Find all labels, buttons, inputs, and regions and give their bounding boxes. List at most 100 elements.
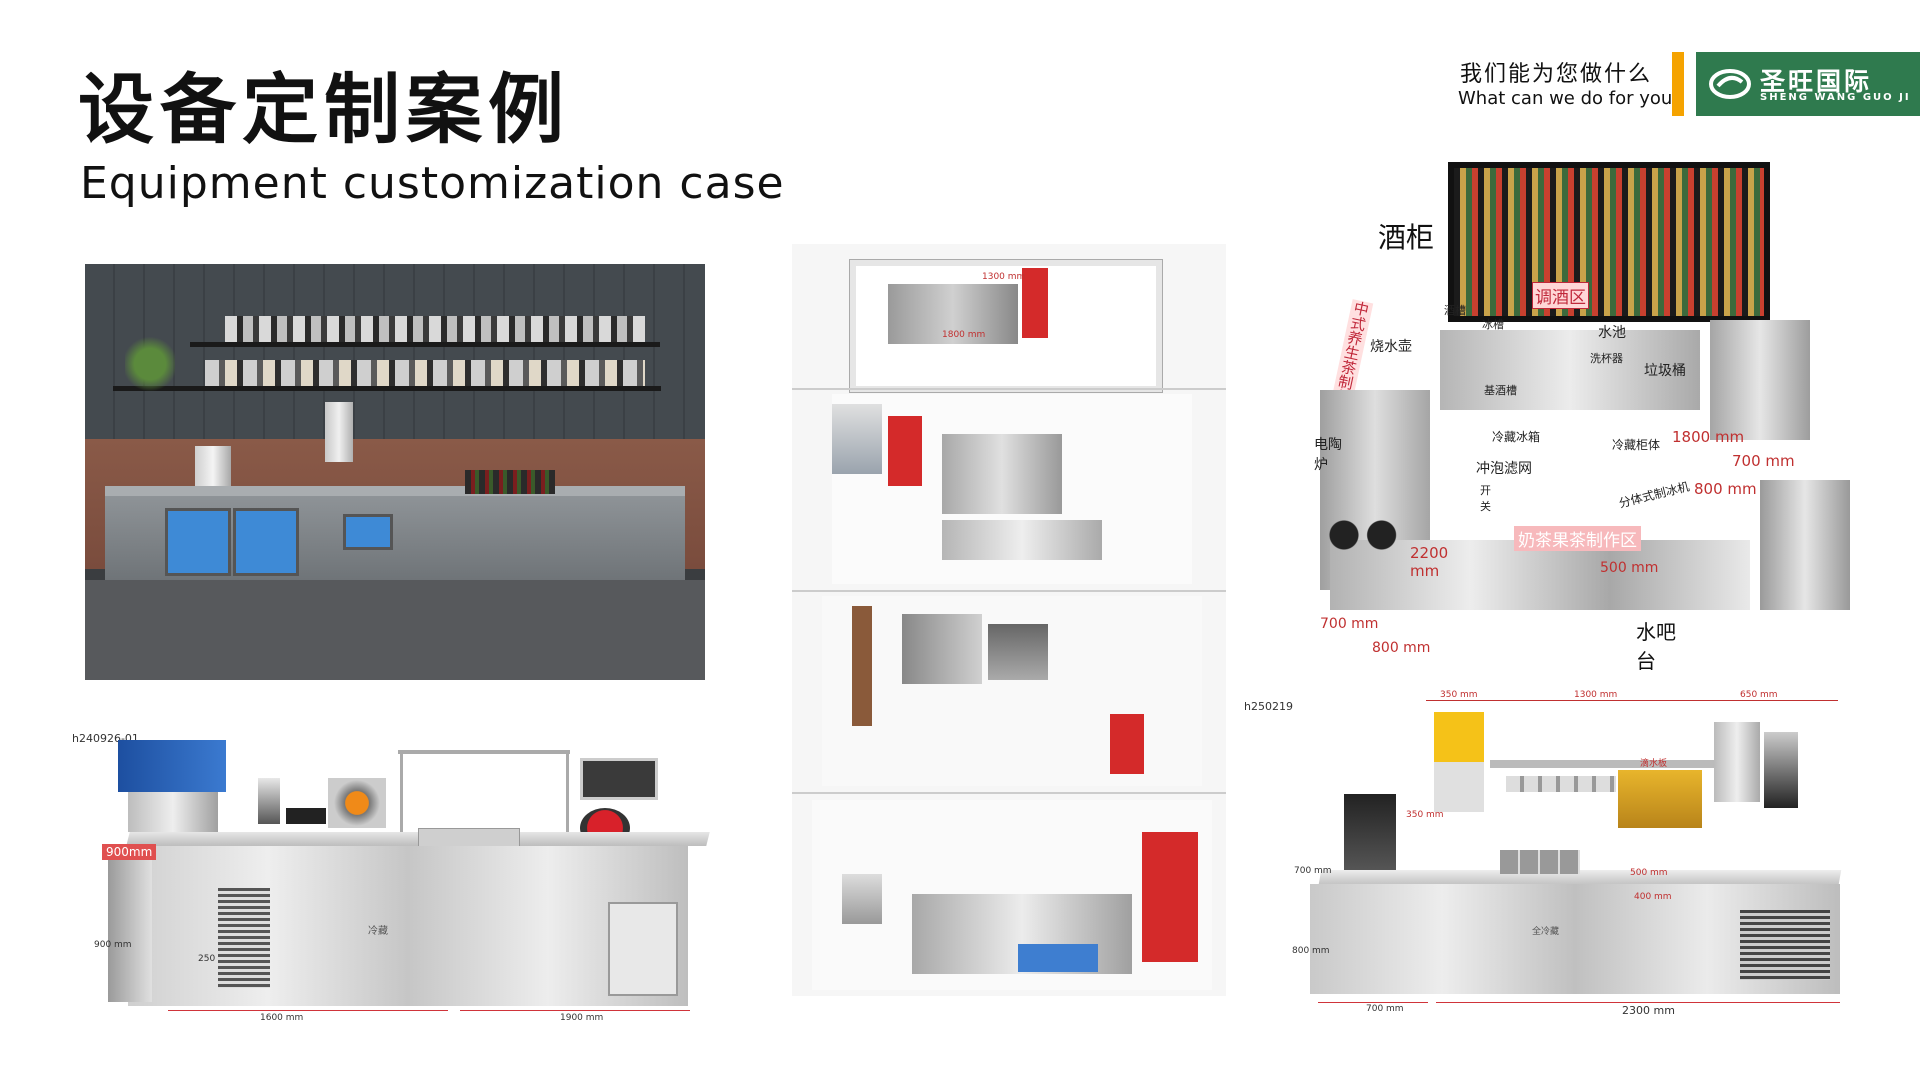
brand-logo: 圣旺国际 SHENG WANG GUO JI bbox=[1696, 52, 1920, 116]
plant bbox=[125, 334, 175, 394]
ingredient-wells bbox=[1500, 850, 1580, 874]
board-label: 滴水板 bbox=[1640, 759, 1668, 769]
dim-badge-900: 900mm bbox=[102, 844, 157, 860]
overhead-shelf-post bbox=[400, 750, 403, 836]
divider-2 bbox=[792, 590, 1226, 592]
dim-650: 650 mm bbox=[1740, 690, 1778, 700]
dim-line-2300 bbox=[1436, 1002, 1840, 1003]
dim-350-top: 350 mm bbox=[1440, 690, 1478, 700]
dim-700-bottom: 700 mm bbox=[1366, 1004, 1404, 1014]
zone-milk-tea: 奶茶果茶制作区 bbox=[1514, 526, 1641, 551]
bar-dim-800-left: 800 mm bbox=[1372, 640, 1431, 656]
brand-swirl-icon bbox=[1709, 69, 1751, 99]
wine-cabinet bbox=[1448, 162, 1770, 322]
label-glass-washer: 洗杯器 bbox=[1590, 352, 1623, 365]
sink bbox=[418, 828, 520, 848]
coffee-machine bbox=[1344, 794, 1396, 870]
dim-height: 900 mm bbox=[94, 940, 132, 950]
bar-dim-2200: 2200 mm bbox=[1410, 544, 1449, 580]
label-switch: 开关 bbox=[1480, 484, 1491, 513]
coca-cola-cooler bbox=[1142, 832, 1198, 962]
label-fridge-cabinet: 冷藏柜体 bbox=[1612, 438, 1661, 452]
counter-top bbox=[105, 486, 685, 496]
drawing-code: h250219 bbox=[1244, 700, 1293, 713]
dim-line-top bbox=[1426, 700, 1838, 701]
page-title: 设备定制案例 bbox=[78, 65, 570, 154]
zone-cocktail: 调酒区 bbox=[1532, 282, 1589, 309]
ice-machine-unit bbox=[1760, 480, 1850, 610]
brand-name-en: SHENG WANG GUO JI bbox=[1760, 92, 1911, 103]
burner-row bbox=[1324, 510, 1404, 560]
coffee-machine bbox=[195, 446, 231, 492]
red-fridge-1 bbox=[1022, 268, 1048, 338]
tagline-en: What can we do for you bbox=[1458, 88, 1673, 109]
label-fridge: 冷藏冰箱 bbox=[1492, 430, 1541, 444]
terrazzo-floor bbox=[85, 580, 705, 680]
bar-dim-700-left: 700 mm bbox=[1320, 616, 1379, 632]
front-counter bbox=[942, 520, 1102, 560]
topping-shelf bbox=[1490, 760, 1720, 768]
shelf-jars-lower bbox=[205, 360, 645, 386]
fridge-label: 冷藏 bbox=[368, 926, 388, 937]
ice-cream-machine bbox=[842, 874, 882, 924]
zone-wine-cabinet: 酒柜 bbox=[1378, 221, 1435, 254]
blender bbox=[258, 778, 280, 824]
microwave bbox=[580, 758, 658, 800]
sealing-machine bbox=[1434, 712, 1484, 812]
page-subtitle: Equipment customization case bbox=[80, 158, 785, 209]
blender bbox=[1764, 732, 1798, 808]
dim-line-1900 bbox=[460, 1010, 690, 1011]
dim-1300: 1300 mm bbox=[1574, 690, 1618, 700]
label-water-bar: 水吧台 bbox=[1636, 620, 1676, 670]
oven-unit bbox=[988, 624, 1048, 680]
dim-350-side: 350 mm bbox=[1406, 810, 1444, 820]
bar-plan: 酒柜 调酒区 中式养生茶制作区 奶茶果茶制作区 烧水壶 电陶炉 酒槽 冰槽 水池… bbox=[1300, 150, 1860, 670]
photo-bar-counter bbox=[85, 264, 705, 680]
drawing-workstation-a: h240926-01 冷藏 900mm 900 mm 250 1600 mm 1… bbox=[68, 722, 718, 1022]
ice-maker bbox=[608, 902, 678, 996]
blue-fridge-doors bbox=[1018, 944, 1098, 972]
shelf-upper bbox=[190, 342, 660, 347]
overhead-shelf-post bbox=[566, 750, 569, 836]
coca-cola-fridge bbox=[888, 416, 922, 486]
shelf-lower bbox=[113, 386, 661, 391]
water-boiler bbox=[1714, 722, 1760, 802]
equipment-row-1 bbox=[888, 284, 1018, 344]
topping-containers bbox=[1506, 776, 1616, 792]
dim-door: 250 bbox=[198, 954, 216, 964]
drawing-workstation-b: h250219 350 mm 1300 mm 650 mm 滴水板 全冷藏 35… bbox=[1240, 690, 1880, 1020]
back-counter bbox=[1440, 330, 1700, 410]
back-counter bbox=[942, 434, 1062, 514]
induction-cooker bbox=[286, 808, 326, 824]
fridge-door-3 bbox=[343, 514, 393, 550]
brand-accent-bar bbox=[1672, 52, 1684, 116]
label-sink: 水池 bbox=[1598, 325, 1626, 341]
vent-grille bbox=[1740, 910, 1830, 980]
divider-3 bbox=[792, 792, 1226, 794]
label-wine-trough: 酒槽 bbox=[1444, 304, 1466, 317]
fridge-door-1 bbox=[165, 508, 231, 576]
water-boiler bbox=[325, 402, 353, 462]
counter-body bbox=[128, 846, 688, 1006]
dim-2300: 2300 mm bbox=[1622, 1004, 1675, 1017]
display-case bbox=[832, 404, 882, 474]
dim-line-700 bbox=[1318, 1002, 1428, 1003]
bar-dim-800-right: 800 mm bbox=[1694, 480, 1757, 498]
label-ceramic-stove: 电陶炉 bbox=[1314, 437, 1342, 473]
label-trash-bin: 垃圾桶 bbox=[1644, 363, 1686, 379]
fructose-machine bbox=[1618, 770, 1702, 828]
overhead-shelf bbox=[398, 750, 570, 754]
drink-dispenser bbox=[118, 740, 226, 792]
vent-grille bbox=[218, 888, 270, 988]
brand-name-zh: 圣旺国际 bbox=[1760, 67, 1873, 96]
bar-dim-500: 500 mm bbox=[1600, 560, 1659, 576]
wood-panel bbox=[852, 606, 872, 726]
label-ice-trough: 冰槽 bbox=[1482, 318, 1504, 331]
right-counter bbox=[1710, 320, 1810, 440]
label-base-liquor: 基酒槽 bbox=[1484, 384, 1517, 397]
tagline-zh: 我们能为您做什么 bbox=[1460, 62, 1653, 87]
bottles bbox=[465, 470, 555, 494]
bar-dim-700-right: 700 mm bbox=[1732, 452, 1795, 470]
drink-dispenser-base bbox=[128, 792, 218, 832]
dim-1600: 1600 mm bbox=[260, 1013, 304, 1022]
